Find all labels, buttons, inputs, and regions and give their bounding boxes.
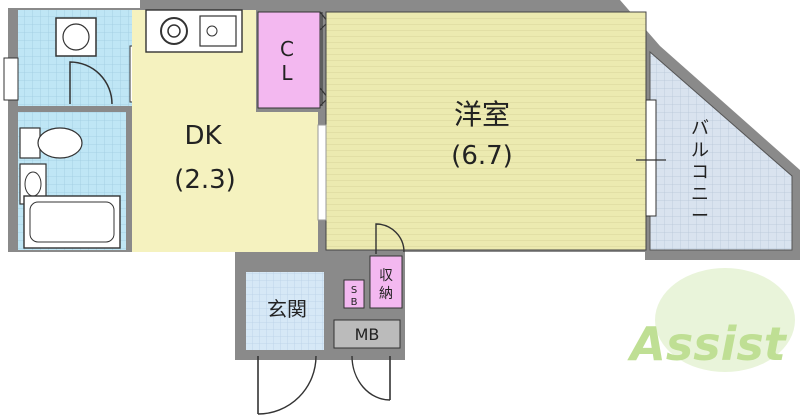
western-room — [325, 11, 647, 251]
assist-logo: Assist — [627, 268, 795, 372]
shoebox-label-1: S — [351, 285, 357, 296]
closet-label-2: L — [281, 61, 293, 85]
washing-machine-icon — [55, 17, 97, 57]
meter-box — [333, 319, 401, 349]
shoebox — [343, 279, 365, 309]
entrance — [246, 272, 324, 350]
balcony-window — [636, 99, 666, 217]
balcony-char-5: ー — [691, 206, 709, 227]
balcony-char-3: コ — [691, 162, 709, 183]
bathtub-icon — [23, 195, 121, 249]
entrance-door — [257, 355, 317, 415]
closet — [257, 11, 321, 109]
storage-label-2: 納 — [379, 286, 393, 302]
dk-name: DK — [184, 121, 222, 151]
dk-floor-lower — [256, 112, 318, 252]
dk-size: (2.3) — [174, 165, 236, 195]
entrance-label: 玄関 — [267, 297, 307, 321]
closet-label-1: C — [280, 37, 294, 61]
laundry-door — [69, 61, 113, 105]
balcony-char-2: ル — [691, 140, 709, 161]
balcony-char-4: ニ — [691, 184, 709, 205]
western-room-size: (6.7) — [451, 141, 513, 171]
balcony-char-1: バ — [691, 118, 709, 139]
storage — [369, 255, 403, 309]
storage-door — [375, 223, 405, 254]
logo-text: Assist — [627, 317, 788, 371]
shoebox-label-2: B — [351, 297, 358, 308]
western-room-name: 洋室 — [454, 98, 510, 131]
toilet-icon — [19, 127, 83, 159]
stove-icon — [145, 9, 243, 53]
storage-label-1: 収 — [379, 268, 393, 284]
meter-box-label: MB — [355, 325, 380, 344]
window-left — [3, 57, 19, 101]
room-divider — [317, 124, 327, 221]
closet-door-mb — [351, 355, 391, 401]
